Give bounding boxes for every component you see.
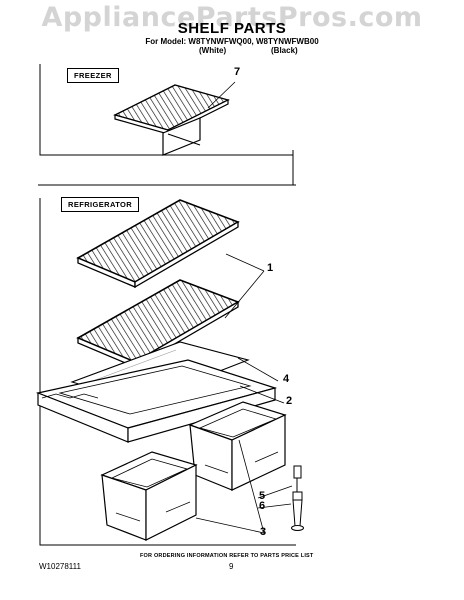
ordering-note: FOR ORDERING INFORMATION REFER TO PARTS … [140, 553, 314, 559]
callout-1: 1 [267, 262, 274, 274]
refrigerator-wire-shelf-upper [76, 199, 240, 289]
callout-5: 5 [259, 490, 266, 502]
variant-white: (White) [199, 46, 227, 55]
crisper-cover-frame [35, 359, 278, 443]
freezer-frame [38, 64, 296, 186]
document-number: W10278111 [39, 562, 81, 571]
callout-leaders [195, 81, 293, 534]
callout-3: 3 [260, 526, 267, 538]
model-line: For Model: W8TYNWFWQ00, W8TYNWFWB00 [145, 37, 319, 46]
freezer-label: FREEZER [67, 68, 119, 83]
callout-6: 6 [259, 500, 266, 512]
callout-7: 7 [234, 66, 241, 78]
refrigerator-label: REFRIGERATOR [61, 197, 140, 212]
crisper-drawer-left [100, 451, 198, 541]
variant-black: (Black) [271, 46, 298, 55]
callout-2: 2 [286, 395, 293, 407]
refrigerator-frame [39, 198, 296, 546]
page-number: 9 [229, 562, 234, 571]
crisper-drawer-right [188, 401, 287, 491]
freezer-wire-shelf [113, 84, 230, 156]
watermark: AppliancePartsPros.com [41, 2, 423, 33]
page-title: SHELF PARTS [177, 20, 287, 37]
humidity-control-and-support [291, 465, 304, 531]
callout-4: 4 [283, 373, 290, 385]
